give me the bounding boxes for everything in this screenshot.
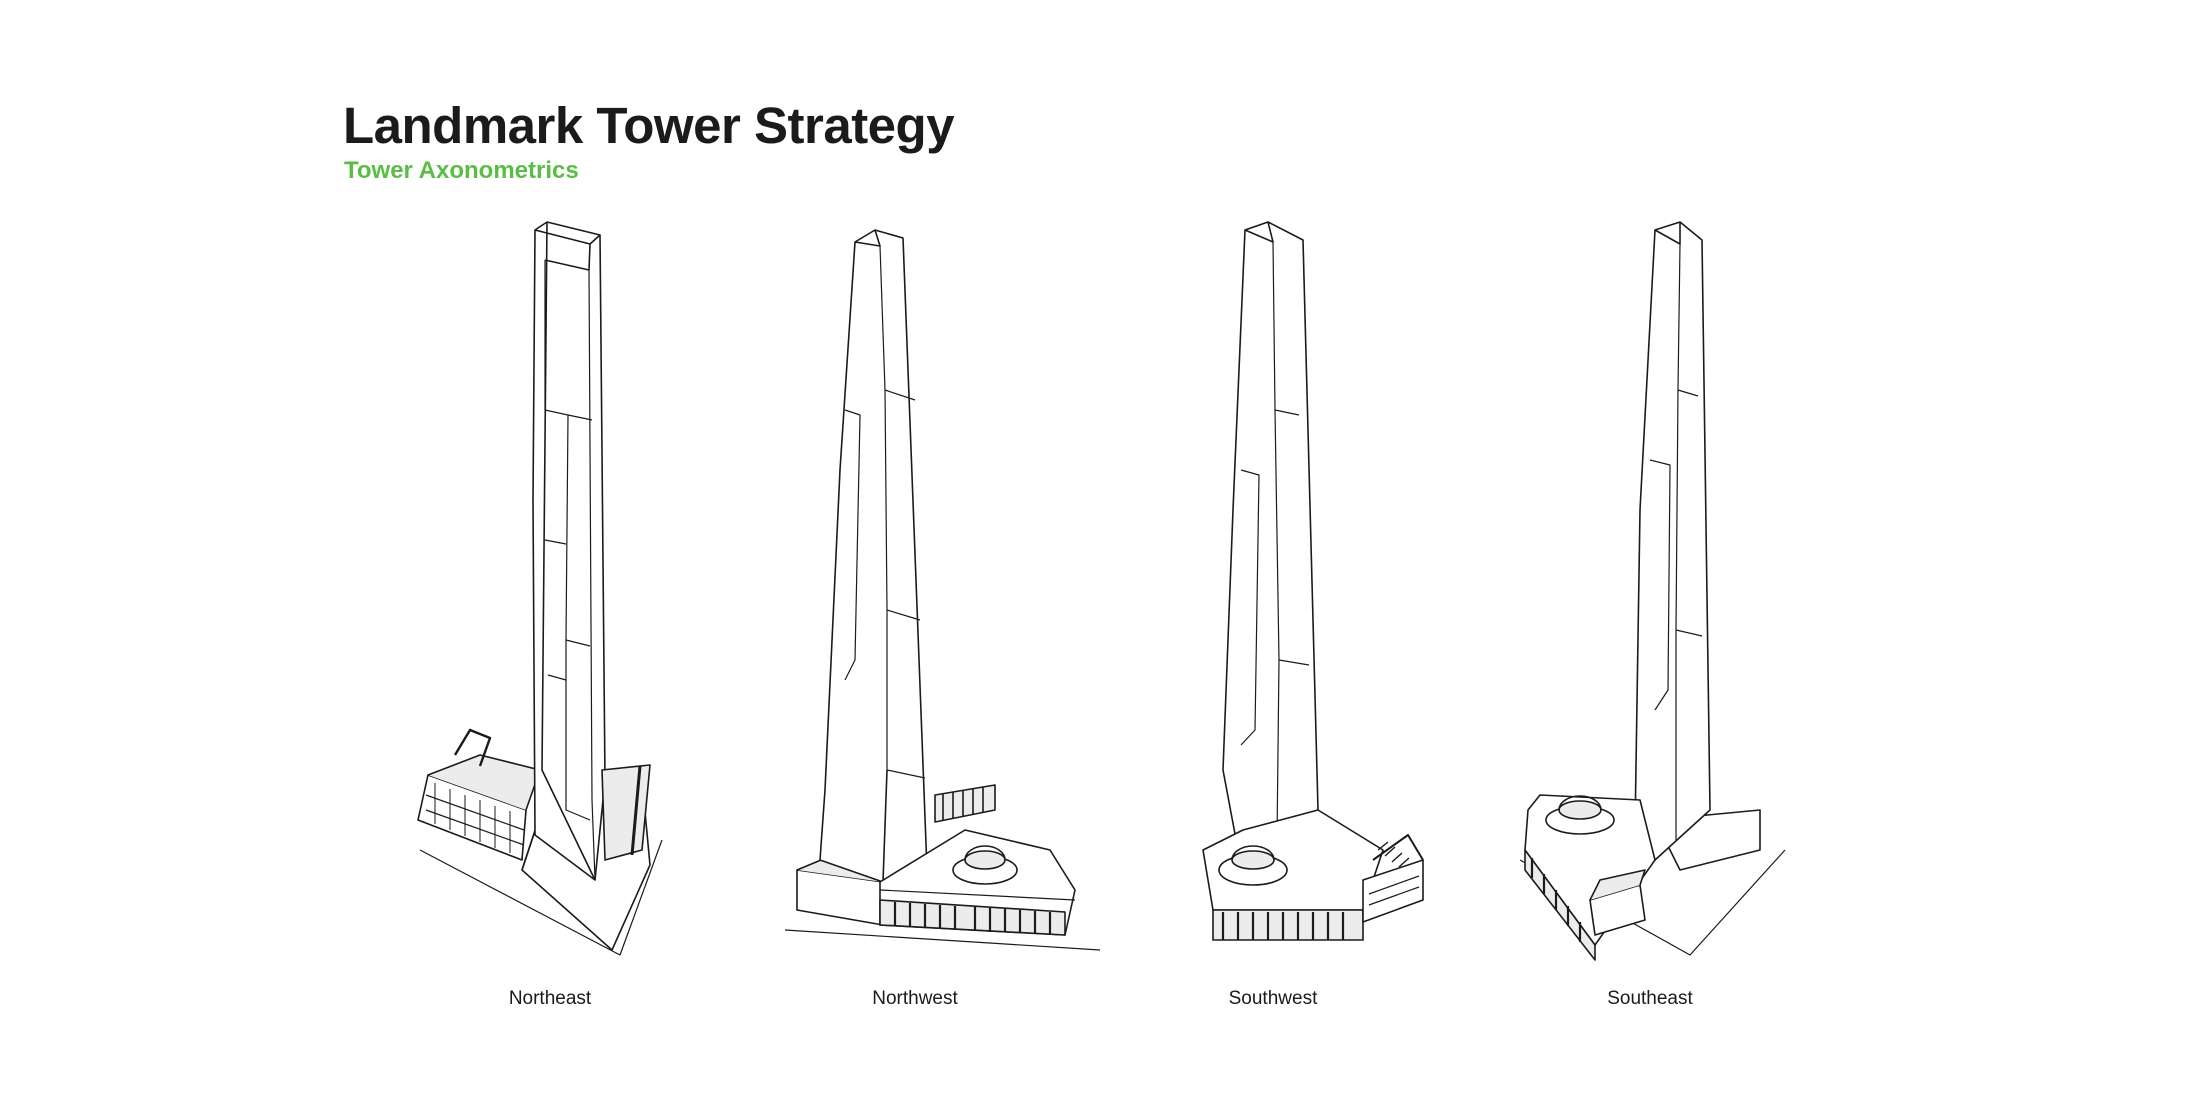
axonometric-view-southwest: Southwest bbox=[1063, 210, 1483, 1030]
view-label-southwest: Southwest bbox=[1228, 988, 1318, 1009]
view-label-northeast: Northeast bbox=[508, 988, 592, 1009]
tower-shaft-southeast bbox=[1634, 221, 1711, 861]
page-title: Landmark Tower Strategy bbox=[343, 97, 955, 154]
tower-drawing-northwest bbox=[784, 229, 1101, 951]
tower-drawing-southeast bbox=[1519, 221, 1786, 961]
tower-shaft-northwest bbox=[819, 229, 928, 883]
axonometric-view-northeast: Northeast bbox=[340, 210, 760, 1030]
page-subtitle: Tower Axonometrics bbox=[344, 157, 579, 184]
tower-shaft-northeast bbox=[532, 221, 606, 881]
tower-drawing-northeast bbox=[417, 221, 663, 956]
view-label-northwest: Northwest bbox=[872, 988, 958, 1009]
tower-drawing-southwest bbox=[1202, 221, 1424, 941]
tower-shaft-southwest bbox=[1222, 221, 1319, 851]
view-label-southeast: Southeast bbox=[1607, 988, 1693, 1009]
axonometric-view-northwest: Northwest bbox=[705, 210, 1125, 1030]
axonometric-view-southeast: Southeast bbox=[1440, 210, 1860, 1030]
